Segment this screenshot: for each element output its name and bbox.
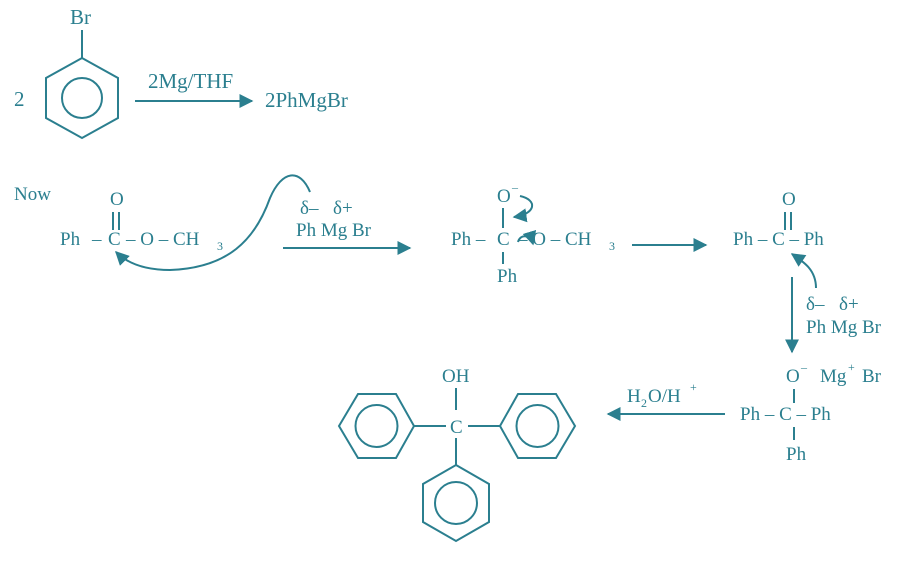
product-ring-bottom xyxy=(422,463,490,543)
intermediate-o-minus: O xyxy=(497,186,511,207)
coefficient-2: 2 xyxy=(14,87,25,111)
alkoxide-o-sup: – xyxy=(800,360,808,374)
grignard2-delta-plus: δ+ xyxy=(839,294,859,315)
curved-arrow-o xyxy=(512,195,533,223)
alkoxide-ph-below: Ph xyxy=(786,444,807,465)
ester-sub3: 3 xyxy=(217,239,223,253)
intermediate-ph-below: Ph xyxy=(497,266,518,287)
intermediate-carbon: C xyxy=(497,229,510,250)
intermediate-o-sup: – xyxy=(511,180,519,194)
reagent-mg-thf: 2Mg/THF xyxy=(148,69,233,93)
hydrolysis-h: H xyxy=(627,386,641,407)
hydrolysis-oh: O/H xyxy=(648,386,681,407)
alkoxide-br: Br xyxy=(862,366,882,387)
curved-arrow-attack-1 xyxy=(115,174,311,272)
grignard1-delta-plus: δ+ xyxy=(333,198,353,219)
hydrolysis-sub2: 2 xyxy=(641,396,647,410)
ester-carbonyl-o: O xyxy=(110,189,124,210)
bromobenzene-ring xyxy=(45,56,119,140)
grignard2-delta-minus: δ– xyxy=(806,294,825,315)
hydrolysis-plus: + xyxy=(690,380,697,394)
hydrolysis-label: H 2 O/H + xyxy=(627,380,697,410)
ester-carbon: C xyxy=(108,229,121,250)
intermediate-right: – O – CH xyxy=(517,229,592,250)
product-oh: OH xyxy=(442,366,470,387)
grignard1-delta-minus: δ– xyxy=(300,198,319,219)
product-carbon: C xyxy=(450,417,463,438)
now-label: Now xyxy=(14,184,51,205)
curved-arrow-attack-2 xyxy=(790,253,817,289)
grignard2-label: Ph Mg Br xyxy=(806,317,882,338)
alkoxide-o: O xyxy=(786,366,800,387)
product-phmgbr: 2PhMgBr xyxy=(265,88,348,112)
ketone-carbonyl-o: O xyxy=(782,189,796,210)
alkoxide-formula: Ph – C – Ph xyxy=(740,404,831,425)
ester-rest: – O – CH xyxy=(125,229,200,250)
product-ring-left xyxy=(337,393,416,459)
ester-ph: Ph xyxy=(60,229,81,250)
intermediate-left: Ph – xyxy=(451,229,486,250)
grignard1-label: Ph Mg Br xyxy=(296,220,372,241)
intermediate-sub3: 3 xyxy=(609,239,615,253)
product-ring-right xyxy=(498,393,577,459)
alkoxide-mg-sup: + xyxy=(848,360,855,374)
ester-dash: – xyxy=(91,229,102,250)
alkoxide-mg: Mg xyxy=(820,366,847,387)
bromo-label: Br xyxy=(70,5,91,29)
curved-arrow-leaving xyxy=(517,229,537,246)
ketone-formula: Ph – C – Ph xyxy=(733,229,824,250)
